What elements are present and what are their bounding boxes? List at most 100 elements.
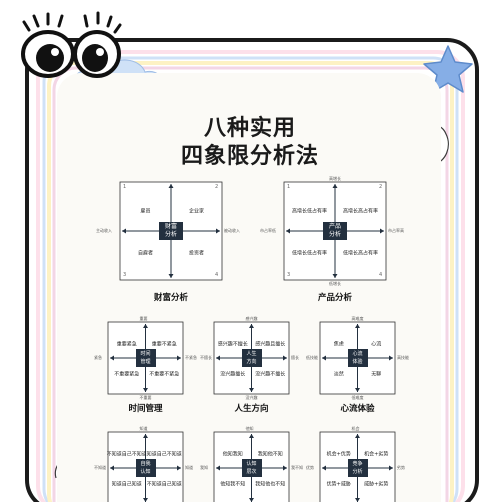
center-label: 财富 分析 [159,222,183,240]
quadrant-text: 没兴趣擅长 [220,371,246,378]
quadrant-number: 3 [287,272,291,278]
axis-label-bottom: 不重要 [139,395,152,400]
chart-caption: 人生方向 [234,404,269,414]
axis-label-right: 擅长 [291,355,299,360]
arrow-down-icon [143,388,148,392]
center-label: 时间 管理 [135,349,156,367]
axis-label-left: 低技能 [306,355,318,360]
quadrant-text: 雇员 [140,208,151,215]
arrow-down-icon [249,498,254,502]
quadrant-text: 他知我不知 [220,481,246,488]
center-label: 人生 方向 [241,349,262,367]
axis-label-left: 紧急 [94,355,102,360]
axis-label-right: 不紧急 [185,355,197,360]
axis-label-left: 市占率低 [260,228,276,233]
axis-label-left: 不擅长 [200,355,212,360]
arrow-right-icon [177,465,181,471]
arrow-right-icon [283,465,287,471]
quadrant-text: 投资者 [188,250,205,257]
quadrant-text: 不知道自己知道 [146,481,182,488]
poster-sheet [57,73,441,502]
quadrant-text: 我知他也不知 [255,481,286,488]
arrow-left-icon [322,355,326,361]
right-eye-icon [73,11,122,78]
quadrant-text: 焦虑 [333,341,344,348]
axis-label-bottom: 低增长 [329,281,341,286]
arrow-down-icon [332,274,338,278]
arrow-down-icon [355,498,360,502]
arrow-left-icon [122,228,126,234]
quadrant-text: 重要不紧急 [151,341,177,348]
quadrant-number: 4 [379,272,383,278]
arrow-up-icon [143,324,148,328]
axis-label-top: 机会 [351,426,360,431]
quadrant-number: 2 [379,184,383,190]
quadrant-text: 企业家 [188,208,205,215]
center-label: 竞争 分析 [347,459,368,477]
arrow-left-icon [110,465,114,471]
axis-label-left: 优势 [306,465,314,470]
arrow-left-icon [216,355,220,361]
center-label: 心流 体验 [347,349,368,367]
quadrant-text: 我知他不知 [257,451,283,458]
quadrant-text: 低增长高占有率 [342,250,379,257]
axis-label-right: 被动收入 [224,228,240,233]
quadrant-text: 淡然 [333,371,344,378]
axis-label-top: 感兴趣 [245,316,258,321]
left-eye-icon [21,12,75,78]
center-label: 认知 层次 [241,459,262,477]
chart-caption: 时间管理 [128,404,163,414]
chart-caption: 心流体验 [340,404,375,414]
axis-label-bottom: 没兴趣 [245,395,258,400]
arrow-left-icon [110,355,114,361]
quadrant-text: 威胁+劣势 [364,481,389,488]
center-label: 产品 分析 [323,222,347,240]
arrow-up-icon [143,434,148,438]
axis-label-left: 不知道 [94,465,106,470]
arrow-right-icon [283,355,287,361]
arrow-up-icon [355,434,360,438]
arrow-left-icon [322,465,326,471]
quadrant-text: 感兴趣且擅长 [255,341,286,348]
arrow-up-icon [168,184,174,188]
quadrant-number: 4 [215,272,219,278]
quadrant-text: 优势+威胁 [326,481,351,488]
quadrant-text: 高增长高占有率 [342,208,379,215]
axis-label-right: 劣势 [397,465,405,470]
arrow-down-icon [143,498,148,502]
arrow-left-icon [216,465,220,471]
arrow-up-icon [249,324,254,328]
arrow-right-icon [389,465,393,471]
quadrant-number: 3 [123,272,127,278]
axis-label-top: 高增长 [329,176,341,181]
quadrant-text: 不知道自己不知道 [106,451,147,458]
axis-label-top: 他知 [245,426,254,431]
quadrant-text: 低增长低占有率 [291,250,328,257]
arrow-up-icon [249,434,254,438]
chart-caption: 产品分析 [317,293,353,303]
quadrant-text: 感兴趣不擅长 [217,341,248,348]
arrow-up-icon [355,324,360,328]
quadrant-text: 知道自己不知道 [146,451,182,458]
quadrant-text: 不重要不紧急 [149,371,180,378]
quadrant-text: 没兴趣不擅长 [255,371,286,378]
axis-label-right: 高技能 [397,355,409,360]
arrow-down-icon [249,388,254,392]
axis-label-right: 市占率高 [388,228,404,233]
googly-eyes [21,11,122,78]
quadrant-text: 不重要紧急 [114,371,140,378]
quadrant-text: 知道自己知道 [111,481,142,488]
chart-caption: 财富分析 [153,293,189,303]
arrow-up-icon [332,184,338,188]
quadrant-text: 机会+优势 [326,451,351,458]
axis-label-top: 知道 [139,426,148,431]
arrow-right-icon [177,355,181,361]
quadrant-text: 机会+劣势 [364,451,389,458]
quadrant-text: 心流 [371,341,382,348]
quadrant-number: 1 [287,184,291,190]
quadrant-number: 2 [215,184,219,190]
arrow-right-icon [380,228,384,234]
quadrant-text: 自雇者 [137,250,154,257]
arrow-left-icon [286,228,290,234]
axis-label-right: 我不知 [291,465,303,470]
